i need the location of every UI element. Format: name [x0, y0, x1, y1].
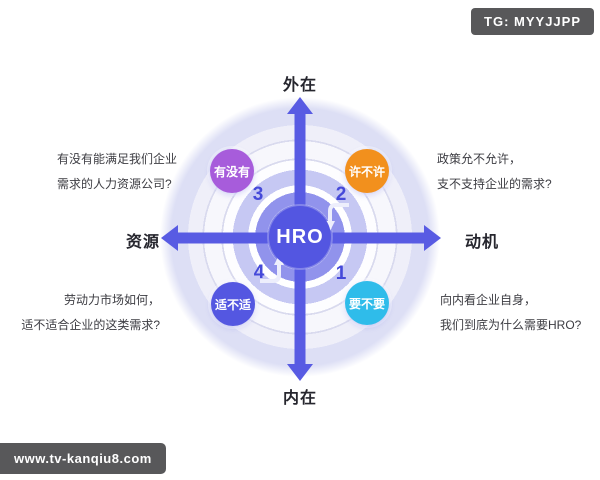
bubble-yaobuyao-label: 要不要 [348, 296, 385, 311]
hro-center-label: HRO [276, 225, 324, 248]
axis-label-resource: 资源 [125, 234, 160, 251]
quadrant-number-3: 3 [252, 184, 264, 205]
bubble-xubuxu: 许不许 [345, 149, 389, 193]
note-bottom-left: 劳动力市场如何， 适不适合企业的这类需求? [10, 288, 160, 338]
note-top-left-line2: 需求的人力资源公司? [57, 177, 172, 191]
axis-label-motivation: 动机 [465, 234, 500, 251]
note-top-right: 政策允不允许， 支不支持企业的需求? [437, 147, 552, 197]
note-bottom-left-line1: 劳动力市场如何， [63, 293, 160, 307]
tg-channel-label: TG: MYYJJPP [484, 14, 581, 29]
bubble-shibushi-label: 适不适 [214, 297, 251, 312]
axis-label-external: 外在 [282, 77, 317, 94]
rotation-bracket-arc [260, 264, 281, 283]
quadrant-number-1: 1 [335, 263, 347, 284]
site-watermark-label: www.tv-kanqiu8.com [14, 451, 152, 466]
note-bottom-left-line2: 适不适合企业的这类需求? [21, 318, 160, 332]
site-watermark: www.tv-kanqiu8.com [0, 443, 166, 474]
bubble-youmeiyou: 有没有 [210, 149, 254, 193]
rotation-bracket-arc [328, 203, 349, 222]
axis-label-internal: 内在 [282, 390, 317, 407]
note-bottom-right-line2: 我们到底为什么需要HRO? [440, 318, 582, 332]
note-top-right-line2: 支不支持企业的需求? [437, 177, 552, 191]
note-top-right-line1: 政策允不允许， [437, 152, 522, 166]
note-top-left-line1: 有没有能满足我们企业 [57, 152, 178, 166]
bubble-xubuxu-label: 许不许 [348, 164, 385, 179]
quadrant-number-4: 4 [253, 262, 265, 283]
bubble-yaobuyao: 要不要 [345, 281, 389, 325]
note-bottom-right: 向内看企业自身， 我们到底为什么需要HRO? [440, 288, 581, 338]
tg-channel-badge: TG: MYYJJPP [471, 8, 594, 35]
hro-center-circle: HRO [269, 206, 331, 268]
quadrant-number-2: 2 [335, 184, 347, 205]
bubble-youmeiyou-label: 有没有 [213, 164, 250, 179]
note-top-left: 有没有能满足我们企业 需求的人力资源公司? [57, 147, 177, 197]
note-bottom-right-line1: 向内看企业自身， [440, 293, 537, 307]
bubble-shibushi: 适不适 [211, 282, 255, 326]
